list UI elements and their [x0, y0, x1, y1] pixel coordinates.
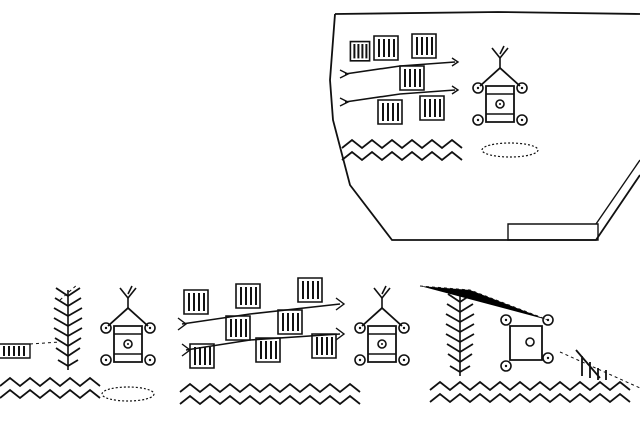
frieze-zigzag-center	[180, 384, 360, 404]
frieze-hut-right	[500, 314, 554, 372]
frieze-hut-left	[101, 286, 155, 401]
frieze-left-fragment	[0, 342, 60, 358]
frieze-ladder-center	[178, 277, 344, 369]
vessel-ladder-motif	[340, 33, 458, 125]
vessel-hut-motif	[473, 46, 538, 157]
frieze-zigzag-right	[430, 382, 630, 402]
frieze-zigzag-left	[0, 378, 100, 398]
frieze-fern-left	[53, 284, 83, 371]
frieze-right-fragment	[560, 350, 640, 388]
vessel-profile	[330, 12, 640, 240]
frieze-hut-center	[355, 286, 409, 365]
frieze-fern-right	[420, 286, 548, 377]
frieze	[0, 277, 640, 404]
vessel-zigzag	[342, 140, 462, 160]
